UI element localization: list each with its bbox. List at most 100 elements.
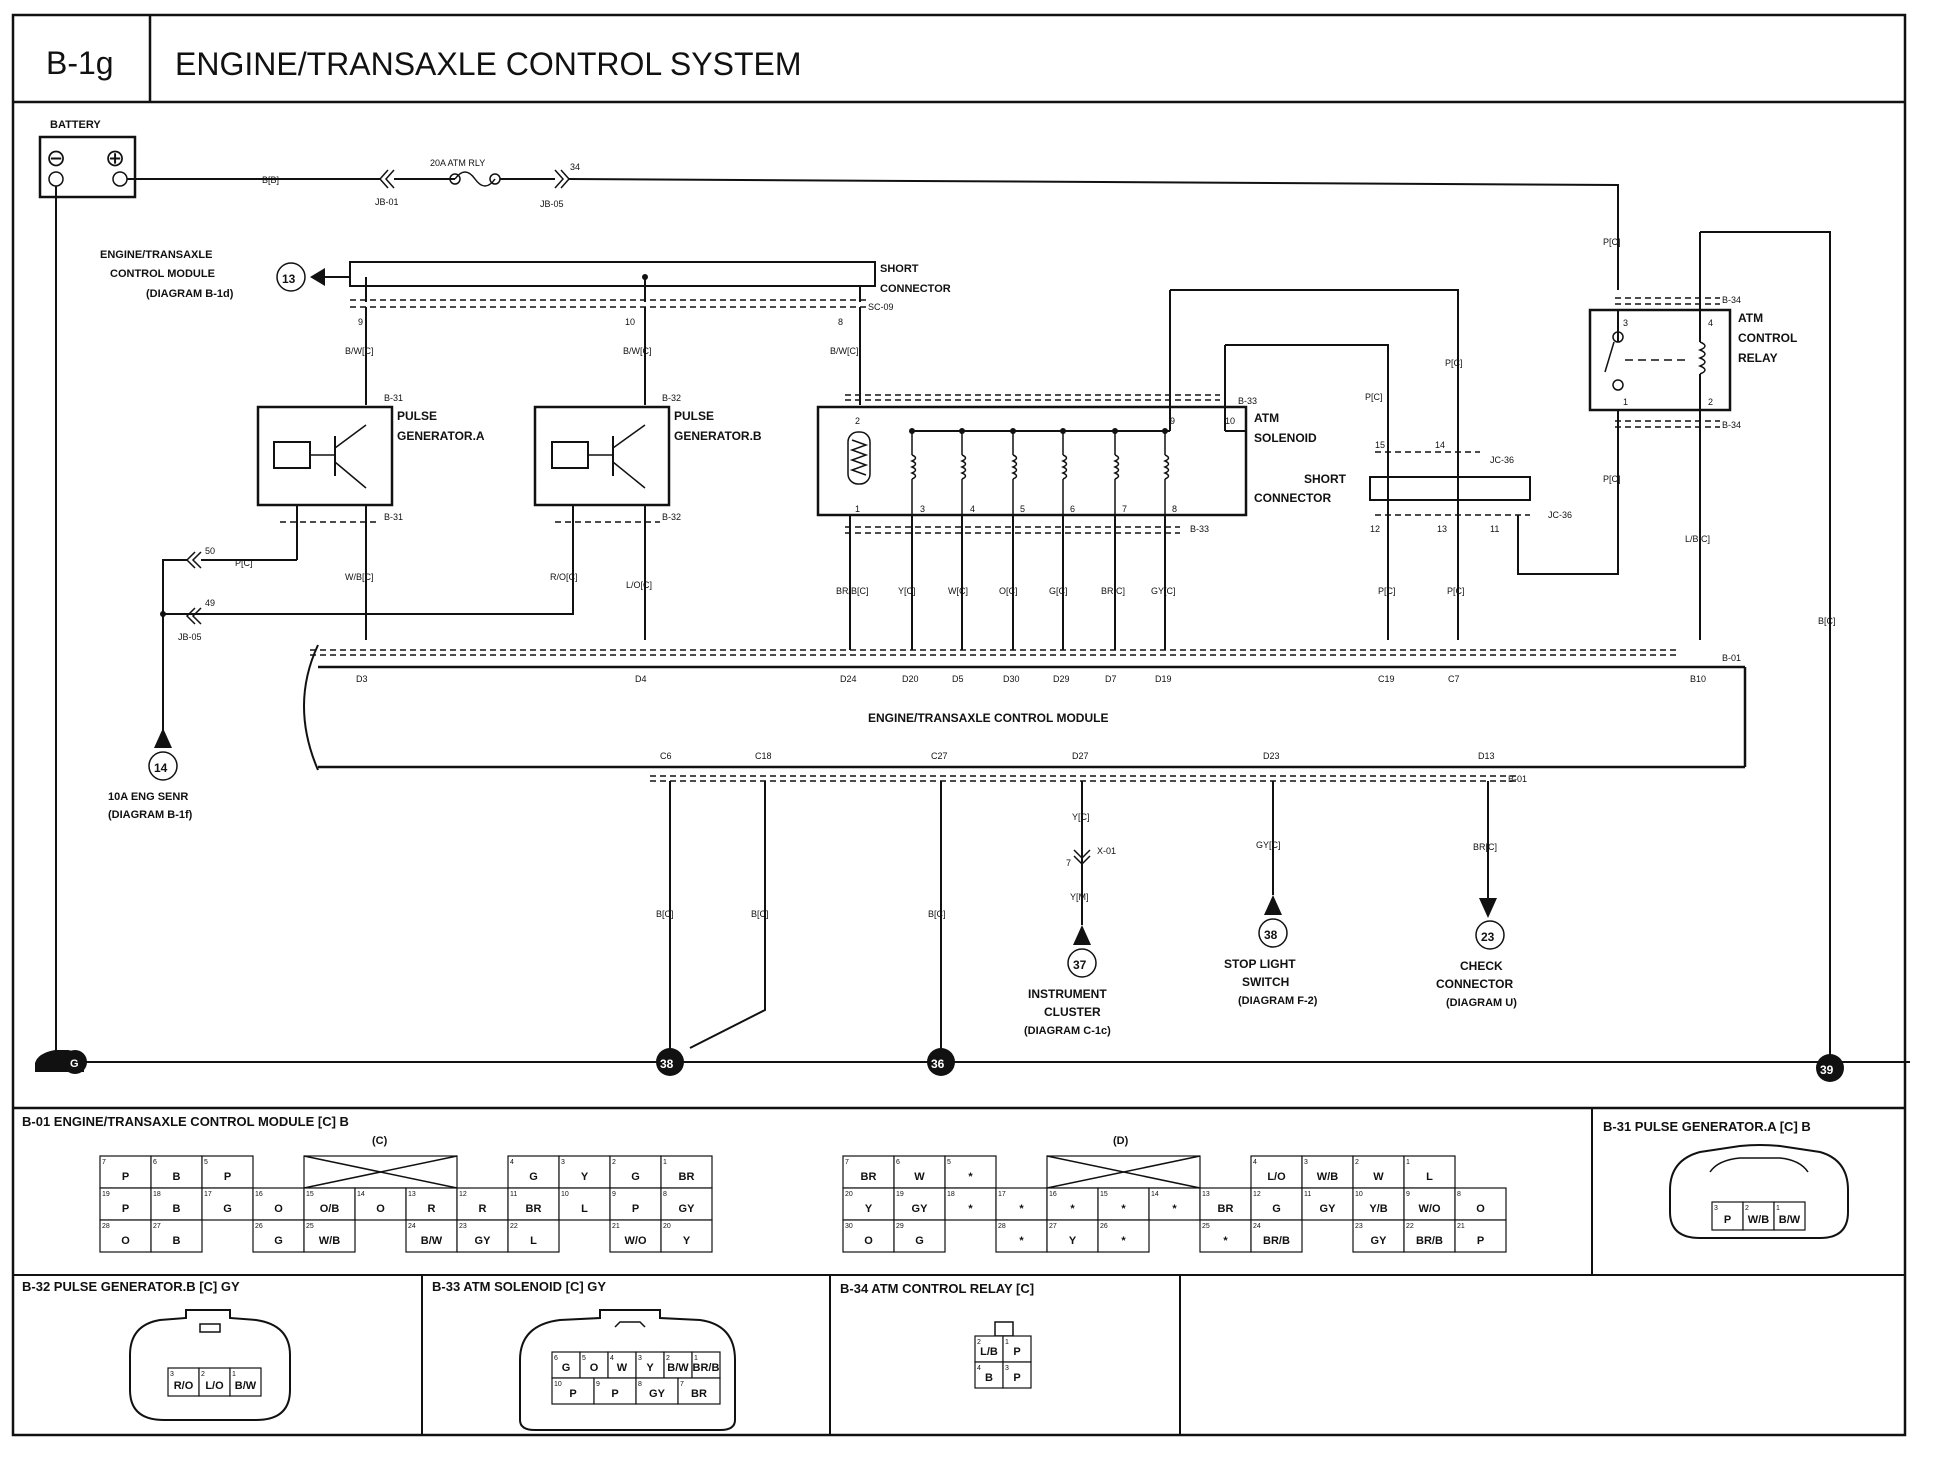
section-b01-d: (D) [1113,1135,1129,1147]
solenoid-wire-label: O[C] [999,586,1018,596]
pin-number: 2 [612,1159,616,1166]
pin-number: 18 [947,1191,955,1198]
pin-color: BR [861,1171,877,1183]
pin-color: * [1121,1235,1126,1247]
pin-number: 27 [1049,1223,1057,1230]
relay-label-1: ATM [1738,311,1763,325]
solenoid-coil-icon [1061,454,1068,480]
pin-number: 16 [1049,1191,1057,1198]
connector-pin [558,1155,611,1189]
connector-pin [1046,1187,1099,1221]
pin-number: 8 [663,1191,667,1198]
connector-pin [303,1187,356,1221]
connector-pin [252,1187,305,1221]
pin-number: 1 [1776,1205,1780,1212]
connector-pin [944,1187,997,1221]
pin-number: 13 [1202,1191,1210,1198]
sc-pin-9: 9 [358,317,363,327]
pin-number: 26 [1100,1223,1108,1230]
cluster-line2: CLUSTER [1044,1005,1101,1019]
pin-color: L/B [980,1346,998,1358]
check-number: 23 [1481,930,1495,944]
pin-color: W/B [1317,1171,1338,1183]
pin-color: B/W [667,1362,689,1374]
diagram-code: B-1g [46,45,114,81]
cluster-line3: (DIAGRAM C-1c) [1024,1025,1111,1037]
pin-number: 3 [561,1159,565,1166]
section-b32-title: B-32 PULSE GENERATOR.B [C] GY [22,1279,240,1294]
eng-senr-number: 14 [154,761,168,775]
connector-pin [354,1187,407,1221]
connector-pin [1352,1219,1405,1253]
sol-conn-bottom: B-33 [1190,524,1209,534]
arrow-up-icon [1073,925,1091,945]
cluster-number: 37 [1073,958,1087,972]
ecm-pin-bottom: D13 [1478,751,1495,761]
b01-d-connector: 7BR6W5*4L/O3W/B2W1L20Y19GY18*17*16*15*14… [842,1155,1507,1253]
pin-number: 15 [1100,1191,1108,1198]
ecm-pin-bottom: C18 [755,751,772,761]
pin-color: B [173,1235,181,1247]
pin-color: B/W [1779,1214,1801,1226]
pin-color: P [611,1388,618,1400]
pin-color: O [1476,1203,1485,1215]
pin-color: B [173,1203,181,1215]
pin-color: GY [475,1235,492,1247]
pin-number: 20 [663,1223,671,1230]
pin-color: BR/B [1416,1235,1443,1247]
pin-number: 9 [612,1191,616,1198]
ecm-pin-top: D19 [1155,674,1172,684]
check-line2: CONNECTOR [1436,977,1513,991]
sc-pin-8: 8 [838,317,843,327]
pin-color: O [864,1235,873,1247]
pin-color: P [122,1203,129,1215]
sol-pin-5: 5 [1020,504,1025,514]
pgb-label-2: GENERATOR.B [674,429,762,443]
pin-color: BR/B [1263,1235,1290,1247]
pgb-wire-top: B/W[C] [623,346,652,356]
pin-color: GY [1320,1203,1337,1215]
pin-number: 3 [1304,1159,1308,1166]
connector-pin [1148,1187,1201,1221]
wire-b-3: B[C] [928,909,946,919]
fuse-label: 20A ATM RLY [430,158,485,168]
pin-color: * [968,1171,973,1183]
pin-color: P [569,1388,576,1400]
pin-color: P [1013,1372,1020,1384]
cluster-wire-2: Y[M] [1070,892,1089,902]
ecm-pin-top: C7 [1448,674,1460,684]
pin-color: GY [649,1388,666,1400]
pin-color: BR/B [693,1362,720,1374]
pin-number: 14 [1151,1191,1159,1198]
pin-number: 4 [610,1355,614,1362]
pin-number: 11 [1304,1191,1311,1198]
pin-color: * [1121,1203,1126,1215]
section-b01-c: (C) [372,1135,388,1147]
ecm-pin-top: D4 [635,674,647,684]
connector-pin [609,1219,662,1253]
pin-number: 17 [998,1191,1006,1198]
pin-number: 5 [204,1159,208,1166]
connector-pin [99,1219,152,1253]
pin-color: W/O [625,1235,647,1247]
pga-conn-bottom: B-31 [384,512,403,522]
pin-color: Y [683,1235,691,1247]
solenoid-coil-icon [910,454,917,480]
pin-color: O [121,1235,130,1247]
atm-control-relay [1588,308,1732,412]
relay-conn-bottom: B-34 [1722,420,1741,430]
sol-pin-1: 1 [855,504,860,514]
pin-number: 11 [510,1191,517,1198]
pin-color: R [479,1203,487,1215]
ecm-ref-line3: (DIAGRAM B-1d) [146,288,234,300]
relay-label-3: RELAY [1738,351,1778,365]
pin-number: 8 [1457,1191,1461,1198]
connector-pin [150,1219,203,1253]
pin-color: W [914,1171,925,1183]
ecm-ref-line2: CONTROL MODULE [110,268,215,280]
pin-number: 3 [1714,1205,1718,1212]
ground-39: 39 [1820,1063,1834,1077]
connector-pin [1046,1219,1099,1253]
wire-pc-3: P[C] [1378,586,1396,596]
